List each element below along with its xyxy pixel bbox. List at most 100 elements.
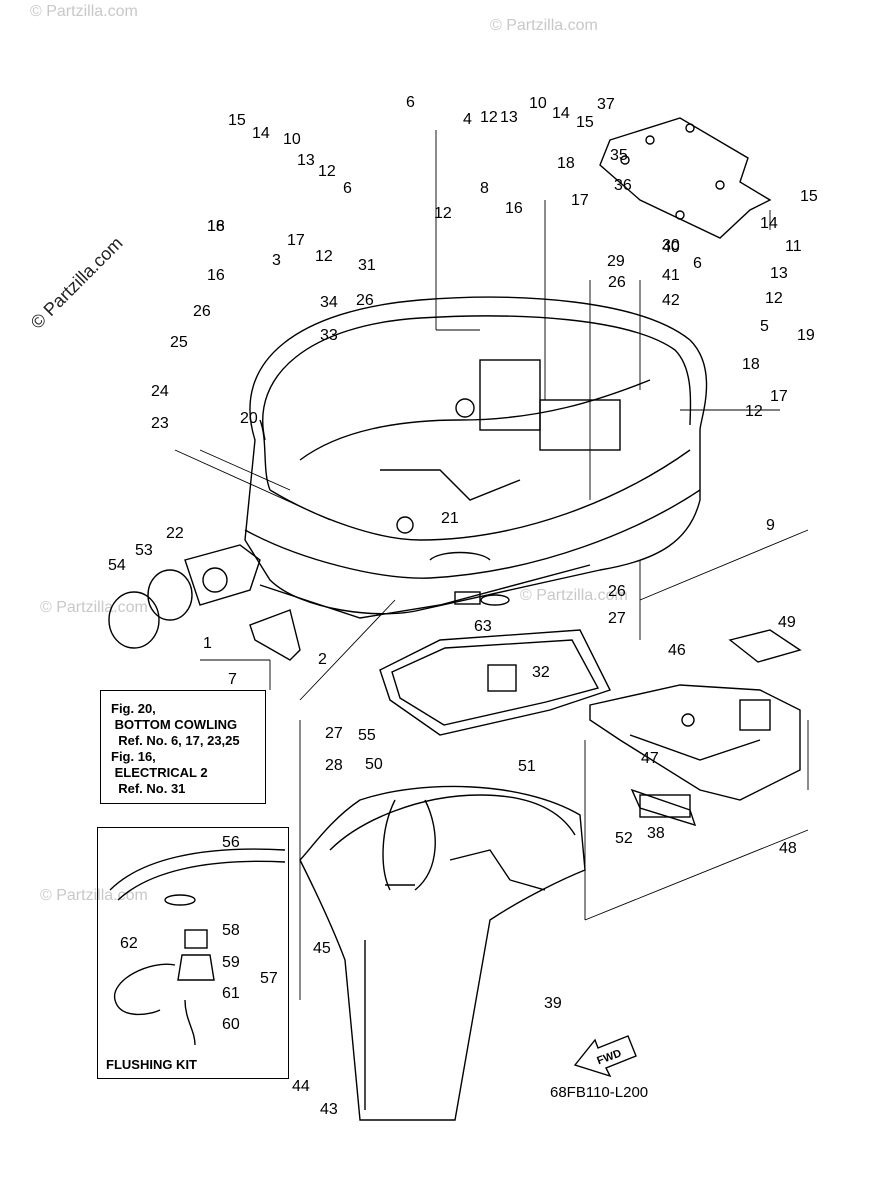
callout-label: 59: [222, 954, 240, 971]
callout-label: 16: [207, 218, 225, 235]
callout-label: 13: [297, 152, 315, 169]
apron: [299, 785, 586, 1121]
callout-label: 12: [745, 403, 763, 420]
watermark: © Partzilla.com: [40, 887, 148, 904]
callout-label: 20: [240, 410, 258, 427]
callout-label: 12: [765, 290, 783, 307]
callout-label: 17: [287, 232, 305, 249]
callout-label: 63: [474, 618, 492, 635]
callout-label: 34: [320, 294, 338, 311]
callout-label: 61: [222, 985, 240, 1002]
leader-lines: [174, 130, 809, 1000]
gasket: [379, 629, 611, 736]
callout-label: 40: [662, 239, 680, 256]
watermark: © Partzilla.com: [27, 233, 127, 333]
callout-label: 15: [228, 112, 246, 129]
callout-label: 14: [760, 215, 778, 232]
callout-label: 12: [480, 109, 498, 126]
drawing: [108, 117, 809, 1121]
callout-label: 56: [222, 834, 240, 851]
callout-label: 26: [608, 583, 626, 600]
callout-label: 46: [668, 642, 686, 659]
flushing-kit-box: FLUSHING KIT: [97, 827, 289, 1079]
reference-line: Fig. 20,: [111, 701, 156, 716]
callout-label: 43: [320, 1101, 338, 1118]
callout-label: 18: [742, 356, 760, 373]
callout-label: 37: [597, 96, 615, 113]
callout-label: 15: [800, 188, 818, 205]
callout-label: 6: [693, 255, 702, 272]
callout-label: 26: [356, 292, 374, 309]
callout-label: 54: [108, 557, 126, 574]
callout-label: 10: [529, 95, 547, 112]
callout-label: 14: [552, 105, 570, 122]
callout-label: 21: [441, 510, 459, 527]
callout-label: 24: [151, 383, 169, 400]
watermark: © Partzilla.com: [520, 587, 628, 604]
watermark: © Partzilla.com: [40, 599, 148, 616]
lever: [249, 609, 301, 661]
callout-label: 53: [135, 542, 153, 559]
callout-label: 17: [571, 192, 589, 209]
callout-label: 48: [779, 840, 797, 857]
callout-label: 41: [662, 267, 680, 284]
callout-label: 27: [325, 725, 343, 742]
callout-label: 12: [318, 163, 336, 180]
callout-label: 31: [358, 257, 376, 274]
grommet-plate: [630, 788, 697, 827]
callout-label: 57: [260, 970, 278, 987]
callout-label: 3: [272, 252, 281, 269]
callout-label: 35: [610, 147, 628, 164]
flushing-kit-drawing: [109, 848, 286, 1046]
callout-label: 38: [647, 825, 665, 842]
reference-line: BOTTOM COWLING: [111, 717, 238, 732]
watermark: © Partzilla.com: [30, 3, 138, 20]
callout-label: 5: [760, 318, 769, 335]
reference-box: Fig. 20, BOTTOM COWLING Ref. No. 6, 17, …: [100, 690, 266, 804]
callout-label: 44: [292, 1078, 310, 1095]
bottom-cowling: [244, 296, 708, 619]
callout-label: 8: [480, 180, 489, 197]
callout-label: 9: [766, 517, 775, 534]
callout-label: 14: [252, 125, 270, 142]
callout-label: 13: [770, 265, 788, 282]
callout-label: 6: [343, 180, 352, 197]
callout-label: 30: [662, 237, 680, 254]
callout-label: 7: [228, 671, 237, 688]
callout-label: 2: [318, 651, 327, 668]
callout-label: 50: [365, 756, 383, 773]
callout-label: 15: [576, 114, 594, 131]
callout-label: 42: [662, 292, 680, 309]
callout-label: 28: [325, 757, 343, 774]
callout-label: 32: [532, 664, 550, 681]
callout-label: 19: [797, 327, 815, 344]
callout-label: 33: [320, 327, 338, 344]
callout-label: 16: [207, 267, 225, 284]
callout-label: 16: [505, 200, 523, 217]
callout-label: 4: [463, 111, 472, 128]
callout-label: 26: [193, 303, 211, 320]
callout-label: 11: [785, 238, 802, 255]
fwd-arrow: [573, 1035, 637, 1078]
callout-label: 12: [434, 205, 452, 222]
callout-label: 1: [203, 635, 212, 652]
callout-label: 12: [315, 248, 333, 265]
diagram-code: 68FB110-L200: [550, 1084, 648, 1101]
callout-label: 22: [166, 525, 184, 542]
callout-label: 6: [406, 94, 415, 111]
callout-label: 18: [207, 218, 225, 235]
callout-label: 29: [607, 253, 625, 270]
callout-label: 47: [641, 750, 659, 767]
callout-label: 36: [614, 177, 632, 194]
reference-line: ELECTRICAL 2: [111, 765, 208, 780]
callout-label: 39: [544, 995, 562, 1012]
callout-label: 51: [518, 758, 536, 775]
callout-label: 18: [557, 155, 575, 172]
callout-label: 62: [120, 935, 138, 952]
reference-line: Ref. No. 6, 17, 23,25: [111, 733, 240, 748]
callout-label: 49: [778, 614, 796, 631]
callout-label: 45: [313, 940, 331, 957]
fwd-label: FWD: [595, 1047, 623, 1067]
callout-label: 25: [170, 334, 188, 351]
callout-labels: 1 2 3 4 5 6 6 6 7 8 9 10 10 11 12 12 12 …: [108, 94, 818, 1118]
